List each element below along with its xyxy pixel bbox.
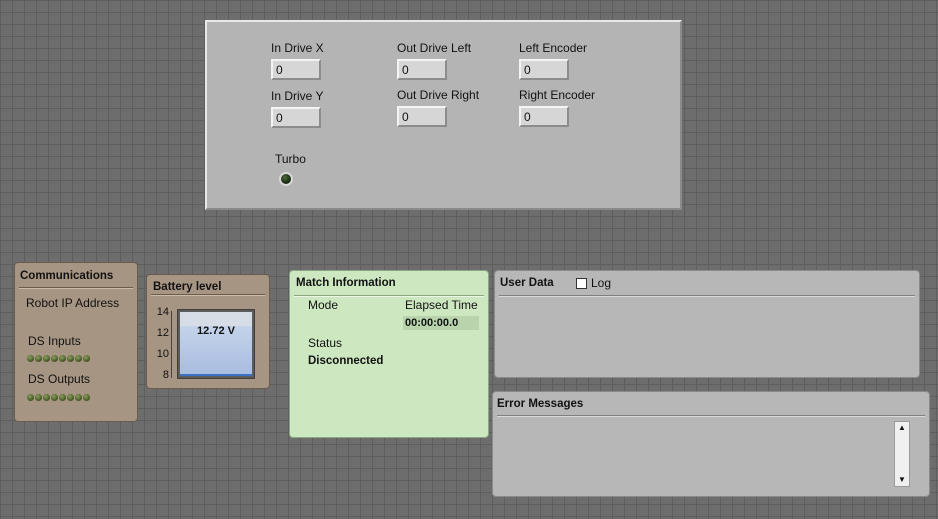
error-messages-divider bbox=[497, 415, 925, 417]
match-information-panel: Match Information Mode Elapsed Time 00:0… bbox=[289, 270, 489, 438]
ds-output-led bbox=[59, 394, 66, 401]
battery-value-label: 12.72 V bbox=[197, 325, 235, 337]
user-data-divider bbox=[499, 295, 915, 297]
ds-input-led bbox=[59, 355, 66, 362]
battery-title: Battery level bbox=[153, 281, 222, 293]
log-checkbox-label[interactable]: Log bbox=[591, 276, 612, 290]
communications-divider bbox=[19, 287, 133, 289]
status-value: Disconnected bbox=[308, 355, 384, 367]
ds-input-led bbox=[67, 355, 74, 362]
ds-input-led bbox=[27, 355, 34, 362]
battery-divider bbox=[151, 294, 265, 296]
ds-output-led bbox=[43, 394, 50, 401]
ds-input-led bbox=[43, 355, 50, 362]
ds-outputs-leds bbox=[27, 394, 91, 401]
ds-outputs-label: DS Outputs bbox=[28, 372, 91, 386]
match-information-title: Match Information bbox=[296, 277, 396, 289]
battery-gauge-frame: 12.72 V bbox=[177, 309, 255, 379]
match-divider bbox=[294, 295, 484, 297]
user-data-panel: User Data Log bbox=[494, 270, 920, 378]
error-messages-title: Error Messages bbox=[497, 398, 584, 410]
out-drive-left-label: Out Drive Left bbox=[397, 41, 472, 55]
battery-gauge-fill bbox=[180, 325, 252, 376]
drive-control-panel: In Drive X 0 In Drive Y 0 Out Drive Left… bbox=[205, 20, 682, 210]
battery-tick-label: 14 bbox=[156, 306, 169, 318]
ds-output-led bbox=[35, 394, 42, 401]
user-data-title: User Data bbox=[500, 277, 554, 289]
out-drive-left-indicator: 0 bbox=[397, 59, 447, 80]
log-checkbox[interactable] bbox=[576, 278, 587, 289]
ds-input-led bbox=[83, 355, 90, 362]
battery-scale-axis bbox=[171, 311, 178, 378]
out-drive-right-indicator: 0 bbox=[397, 106, 447, 127]
elapsed-time-value: 00:00:00.0 bbox=[403, 316, 479, 330]
ds-input-led bbox=[51, 355, 58, 362]
error-messages-text-area[interactable] bbox=[497, 420, 893, 490]
turbo-led bbox=[279, 172, 293, 186]
in-drive-x-indicator: 0 bbox=[271, 59, 321, 80]
user-data-area bbox=[499, 299, 915, 373]
robot-ip-label: Robot IP Address bbox=[26, 296, 120, 310]
error-messages-panel: Error Messages ▲ ▼ bbox=[492, 391, 930, 497]
scroll-down-icon[interactable]: ▼ bbox=[898, 475, 906, 484]
ds-input-led bbox=[35, 355, 42, 362]
right-encoder-label: Right Encoder bbox=[519, 88, 596, 102]
ds-output-led bbox=[67, 394, 74, 401]
turbo-label: Turbo bbox=[275, 152, 306, 166]
status-label: Status bbox=[308, 336, 343, 350]
ds-output-led bbox=[75, 394, 82, 401]
left-encoder-label: Left Encoder bbox=[519, 41, 588, 55]
in-drive-x-label: In Drive X bbox=[271, 41, 324, 55]
ds-output-led bbox=[83, 394, 90, 401]
out-drive-right-label: Out Drive Right bbox=[397, 88, 480, 102]
in-drive-y-indicator: 0 bbox=[271, 107, 321, 128]
ds-output-led bbox=[51, 394, 58, 401]
left-encoder-indicator: 0 bbox=[519, 59, 569, 80]
ds-input-led bbox=[75, 355, 82, 362]
battery-tick-label: 10 bbox=[156, 348, 169, 360]
ds-inputs-leds bbox=[27, 355, 91, 362]
scroll-up-icon[interactable]: ▲ bbox=[898, 423, 906, 432]
in-drive-y-label: In Drive Y bbox=[271, 89, 324, 103]
ds-output-led bbox=[27, 394, 34, 401]
error-messages-scrollbar[interactable]: ▲ ▼ bbox=[894, 421, 910, 487]
battery-panel: Battery level 14 12 10 8 12.72 V bbox=[146, 274, 270, 389]
battery-tick-label: 8 bbox=[162, 369, 169, 381]
communications-panel: Communications Robot IP Address DS Input… bbox=[14, 262, 138, 422]
right-encoder-indicator: 0 bbox=[519, 106, 569, 127]
battery-gauge-track: 12.72 V bbox=[180, 312, 252, 376]
communications-title: Communications bbox=[20, 270, 114, 282]
ds-inputs-label: DS Inputs bbox=[28, 334, 81, 348]
mode-label: Mode bbox=[308, 298, 339, 312]
battery-tick-label: 12 bbox=[156, 327, 169, 339]
elapsed-time-label: Elapsed Time bbox=[405, 298, 478, 312]
